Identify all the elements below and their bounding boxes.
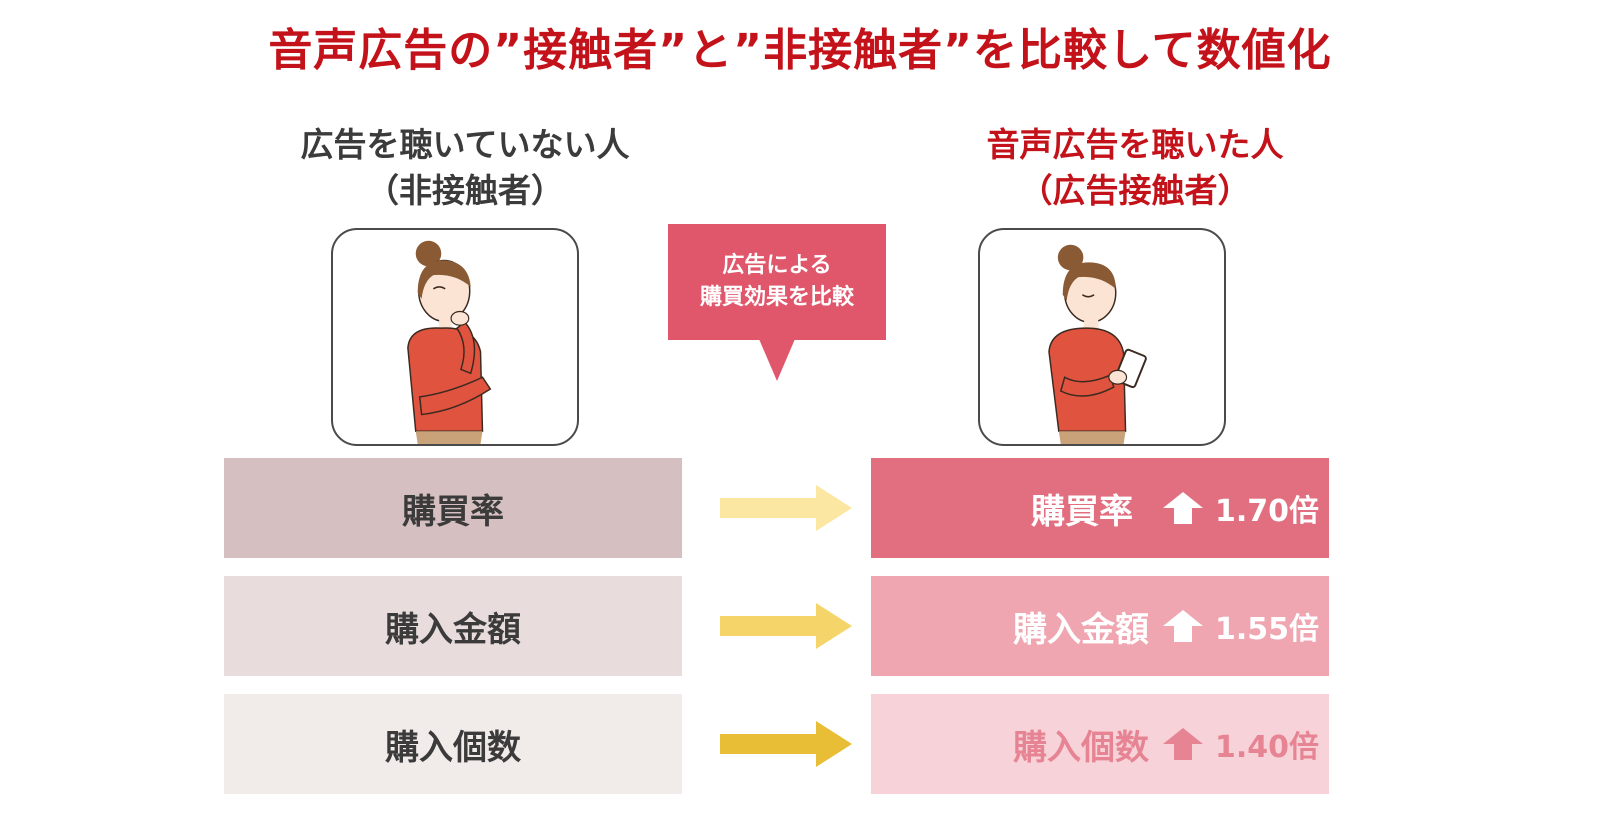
page-title: 音声広告の”接触者”と”非接触者”を比較して数値化 [268,25,1332,76]
contact-header: 音声広告を聴いた人 （広告接触者） [875,122,1395,214]
contact-row-purchase-amount: 購入金額 1.55倍 [871,576,1329,676]
non-contact-row-purchase-quantity: 購入個数 [224,694,682,794]
woman-thinking-illustration [407,240,492,444]
up-arrow-icon [1163,728,1203,760]
woman-using-smartphone-illustration [1048,244,1147,444]
right-arrow-icon [720,603,852,649]
comparison-bubble: 広告による 購買効果を比較 [668,224,886,340]
row-label: 購入個数 [385,727,521,768]
right-arrow-icon [720,721,852,767]
contact-row-purchase-quantity: 購入個数 1.40倍 [871,694,1329,794]
non-contact-header-line2: （非接触者） [366,171,564,210]
multiplier-value: 1.70倍 [1215,494,1320,529]
non-contact-portrait [331,228,579,446]
row-label: 購買率 [402,491,504,532]
contact-header-line2: （広告接触者） [1019,171,1251,210]
row-label: 購買率 [1031,491,1133,532]
non-contact-header: 広告を聴いていない人 （非接触者） [205,122,725,214]
row-label: 購入金額 [385,609,521,650]
bubble-tail [759,339,795,381]
multiplier-value: 1.40倍 [1215,730,1320,765]
non-contact-row-purchase-rate: 購買率 [224,458,682,558]
row-label: 購入個数 [1013,727,1149,768]
bubble-line1: 広告による [722,253,832,278]
contact-row-purchase-rate: 購買率 1.70倍 [871,458,1329,558]
contact-portrait [978,228,1226,446]
contact-header-line1: 音声広告を聴いた人 [986,125,1284,164]
non-contact-header-line1: 広告を聴いていない人 [300,125,630,164]
multiplier-value: 1.55倍 [1215,612,1320,647]
right-arrow-icon [720,485,852,531]
bubble-line2: 購買効果を比較 [699,285,854,310]
row-label: 購入金額 [1013,609,1149,650]
up-arrow-icon [1163,492,1203,524]
up-arrow-icon [1163,610,1203,642]
non-contact-row-purchase-amount: 購入金額 [224,576,682,676]
